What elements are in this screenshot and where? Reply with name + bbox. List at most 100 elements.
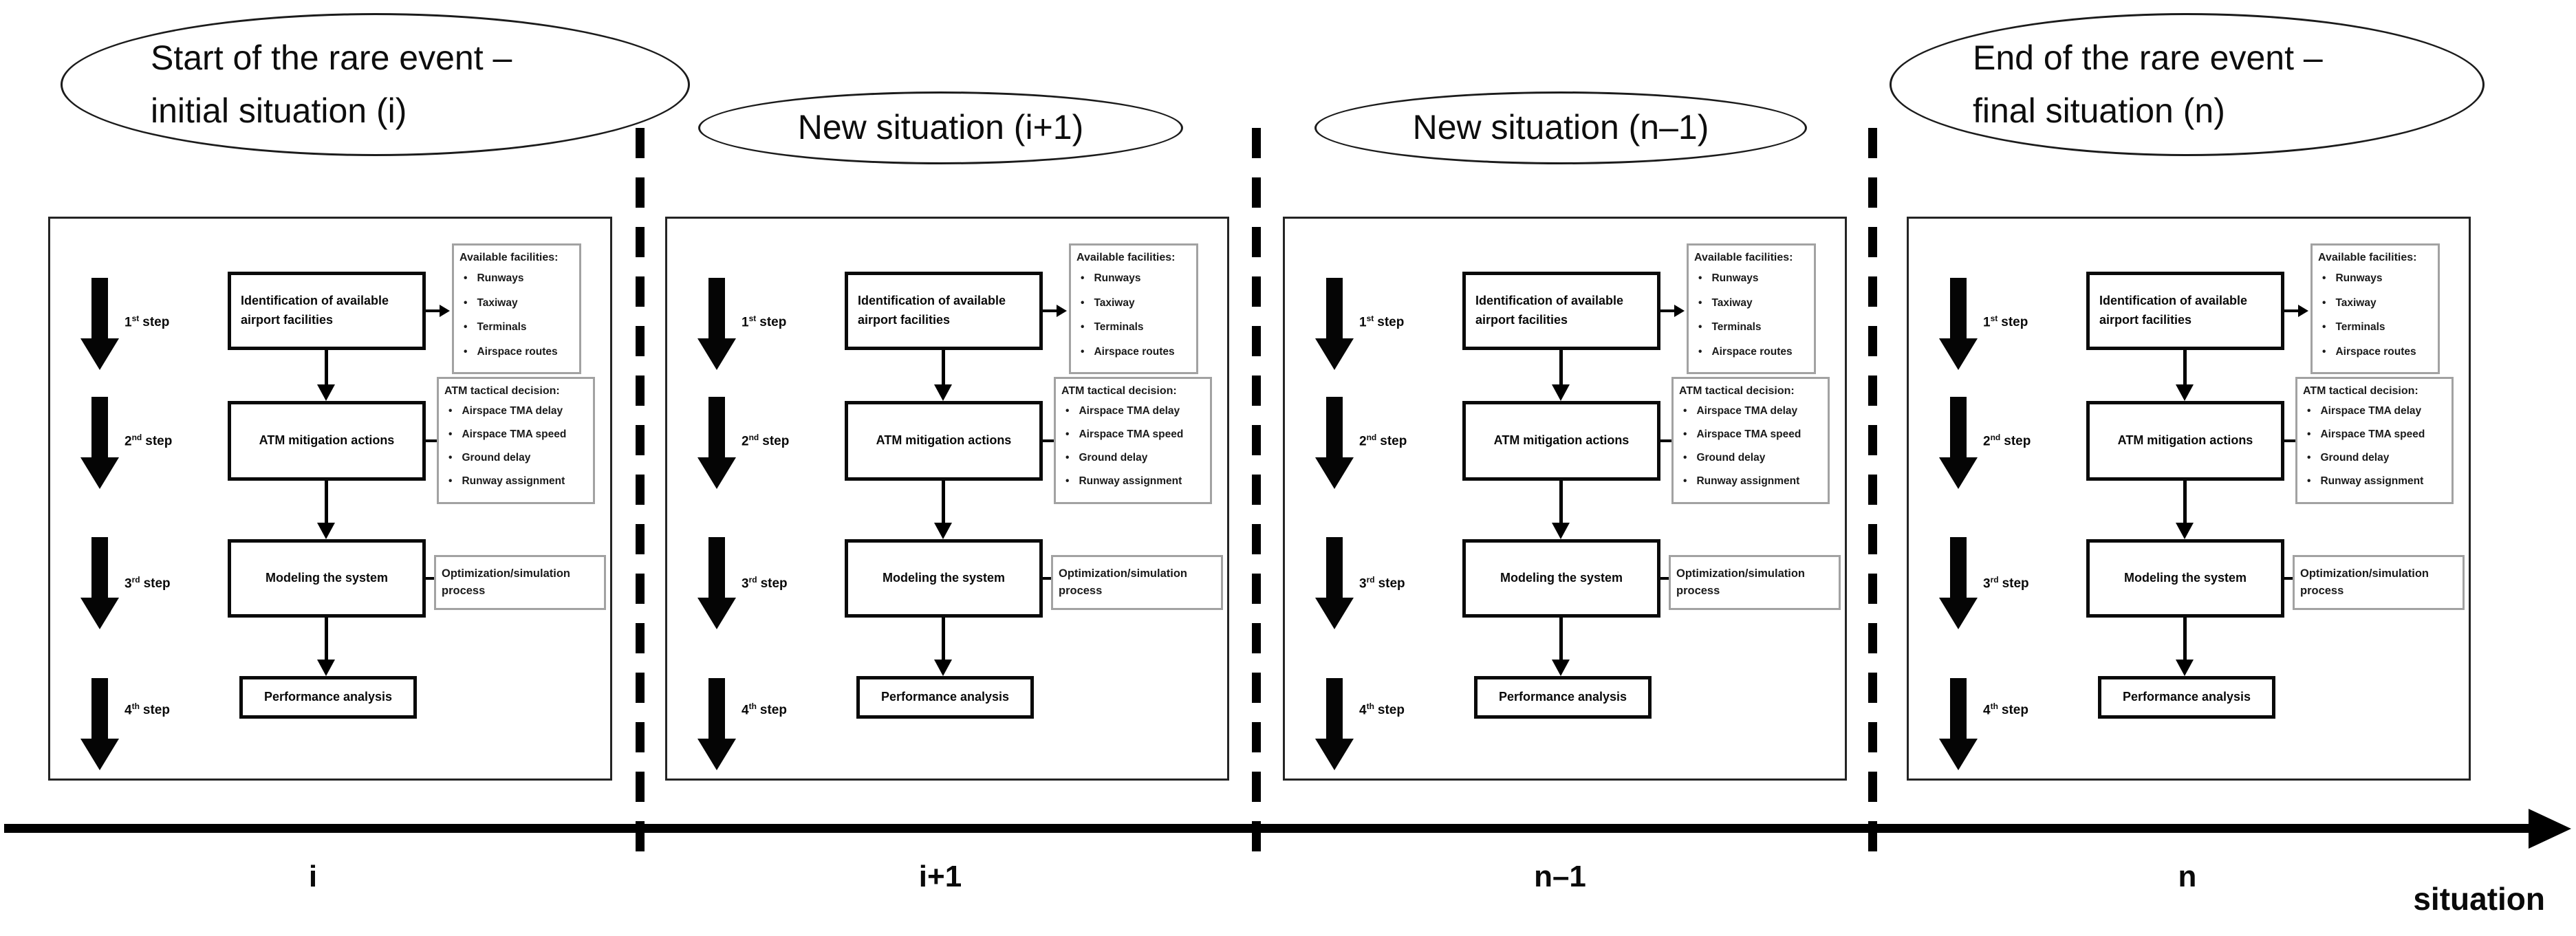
flow-box-atm-mitigation: ATM mitigation actions bbox=[228, 401, 426, 481]
flow-box-identification: Identification of available airport faci… bbox=[228, 272, 426, 350]
connector-down-arrow-icon bbox=[2176, 523, 2194, 539]
flow-box-text: airport facilities bbox=[2099, 313, 2192, 327]
side-box-item: Airspace TMA delay bbox=[1079, 405, 1180, 417]
step-1-down-arrow-icon bbox=[1315, 278, 1354, 370]
flow-box-text: ATM mitigation actions bbox=[876, 433, 1012, 448]
flow-box-modeling: Modeling the system bbox=[228, 539, 426, 618]
side-box-optimization-simulation: Optimization/simulation process bbox=[1669, 555, 1841, 610]
side-box-item: Airspace routes bbox=[1711, 345, 1793, 358]
flow-box-text: Identification of available bbox=[858, 294, 1006, 308]
connector-line bbox=[325, 350, 328, 386]
side-box-item: Ground delay bbox=[462, 452, 531, 464]
flow-box-text: Identification of available bbox=[1475, 294, 1624, 308]
step-3-down-arrow-icon bbox=[1939, 537, 1978, 629]
side-connector-right-arrow-icon bbox=[1660, 304, 1687, 318]
side-box-item: Airspace routes bbox=[1094, 345, 1175, 358]
flow-box-text: Modeling the system bbox=[265, 571, 389, 585]
flow-box-performance: Performance analysis bbox=[856, 676, 1034, 719]
side-box-item: Terminals bbox=[1711, 321, 1762, 334]
flow-box-identification: Identification of available airport faci… bbox=[1462, 272, 1660, 350]
side-box-title: Optimization/simulation process bbox=[1676, 567, 1806, 597]
side-box-atm-tactical-decision: ATM tactical decision: Airspace TMA dela… bbox=[1054, 377, 1212, 504]
side-box-item: Terminals bbox=[477, 321, 527, 334]
tick-label-n: n bbox=[2178, 860, 2197, 893]
side-box-optimization-simulation: Optimization/simulation process bbox=[434, 555, 606, 610]
axis-right-arrowhead-icon bbox=[2529, 809, 2571, 849]
flow-box-atm-mitigation: ATM mitigation actions bbox=[845, 401, 1043, 481]
side-box-title: ATM tactical decision: bbox=[1061, 385, 1177, 397]
stage-ellipse-new-n1: New situation (n–1) bbox=[1314, 91, 1807, 164]
flow-box-text: ATM mitigation actions bbox=[2117, 433, 2253, 448]
side-connector-right-arrow-icon bbox=[2284, 304, 2310, 318]
tick-label-i: i bbox=[308, 860, 318, 893]
side-box-optimization-simulation: Optimization/simulation process bbox=[1051, 555, 1223, 610]
stage-ellipse-final: End of the rare event – final situation … bbox=[1890, 13, 2485, 156]
side-box-item: Runway assignment bbox=[1696, 475, 1800, 488]
side-box-atm-tactical-decision: ATM tactical decision: Airspace TMA dela… bbox=[437, 377, 595, 504]
flow-box-atm-mitigation: ATM mitigation actions bbox=[2086, 401, 2284, 481]
flow-box-text: Performance analysis bbox=[263, 690, 393, 704]
side-box-title: Available facilities: bbox=[2318, 252, 2417, 263]
flow-box-text: Identification of available bbox=[2099, 294, 2248, 308]
stage-ellipse-initial: Start of the rare event – initial situat… bbox=[61, 13, 690, 156]
step-4-down-arrow-icon bbox=[697, 678, 736, 770]
ellipse-text-line: New situation (i+1) bbox=[797, 108, 1084, 147]
dashed-divider bbox=[636, 128, 645, 864]
flow-box-text: ATM mitigation actions bbox=[259, 433, 395, 448]
side-box-item: Ground delay bbox=[1696, 452, 1766, 464]
flow-box-modeling: Modeling the system bbox=[2086, 539, 2284, 618]
connector-down-arrow-icon bbox=[1552, 384, 1570, 401]
flow-box-identification: Identification of available airport faci… bbox=[845, 272, 1043, 350]
flow-box-text: Identification of available bbox=[241, 294, 389, 308]
connector-line bbox=[942, 350, 945, 386]
ellipse-text-line: Start of the rare event – bbox=[151, 38, 512, 77]
side-box-item: Runways bbox=[2335, 272, 2383, 284]
connector-line bbox=[2183, 350, 2187, 386]
connector-line bbox=[942, 618, 945, 661]
side-box-item: Runway assignment bbox=[2320, 475, 2424, 488]
connector-line bbox=[1559, 618, 1563, 661]
connector-down-arrow-icon bbox=[2176, 384, 2194, 401]
flow-box-text: Performance analysis bbox=[880, 690, 1010, 704]
dashed-divider bbox=[1868, 128, 1877, 864]
connector-down-arrow-icon bbox=[934, 660, 952, 676]
flow-box-text: ATM mitigation actions bbox=[1493, 433, 1630, 448]
ellipse-text-line: final situation (n) bbox=[1973, 91, 2225, 130]
flow-box-text: airport facilities bbox=[858, 313, 951, 327]
side-box-item: Airspace routes bbox=[477, 345, 558, 358]
flow-box-atm-mitigation: ATM mitigation actions bbox=[1462, 401, 1660, 481]
side-box-item: Runways bbox=[477, 272, 524, 284]
step-4-down-arrow-icon bbox=[80, 678, 119, 770]
flow-box-text: Performance analysis bbox=[1498, 690, 1627, 704]
side-box-item: Runway assignment bbox=[462, 475, 565, 488]
flow-box-text: airport facilities bbox=[1475, 313, 1568, 327]
side-box-title: Available facilities: bbox=[459, 252, 559, 263]
flow-box-identification: Identification of available airport faci… bbox=[2086, 272, 2284, 350]
side-box-available-facilities: Available facilities: Runways Taxiway Te… bbox=[452, 243, 581, 374]
flow-box-modeling: Modeling the system bbox=[1462, 539, 1660, 618]
side-box-item: Airspace TMA speed bbox=[1079, 428, 1184, 441]
side-connector-right-arrow-icon bbox=[426, 304, 452, 318]
side-box-item: Airspace routes bbox=[2335, 345, 2416, 358]
side-box-available-facilities: Available facilities: Runways Taxiway Te… bbox=[1069, 243, 1198, 374]
side-box-available-facilities: Available facilities: Runways Taxiway Te… bbox=[2310, 243, 2440, 374]
side-box-title: Optimization/simulation process bbox=[1059, 567, 1188, 597]
step-2-down-arrow-icon bbox=[1939, 397, 1978, 489]
